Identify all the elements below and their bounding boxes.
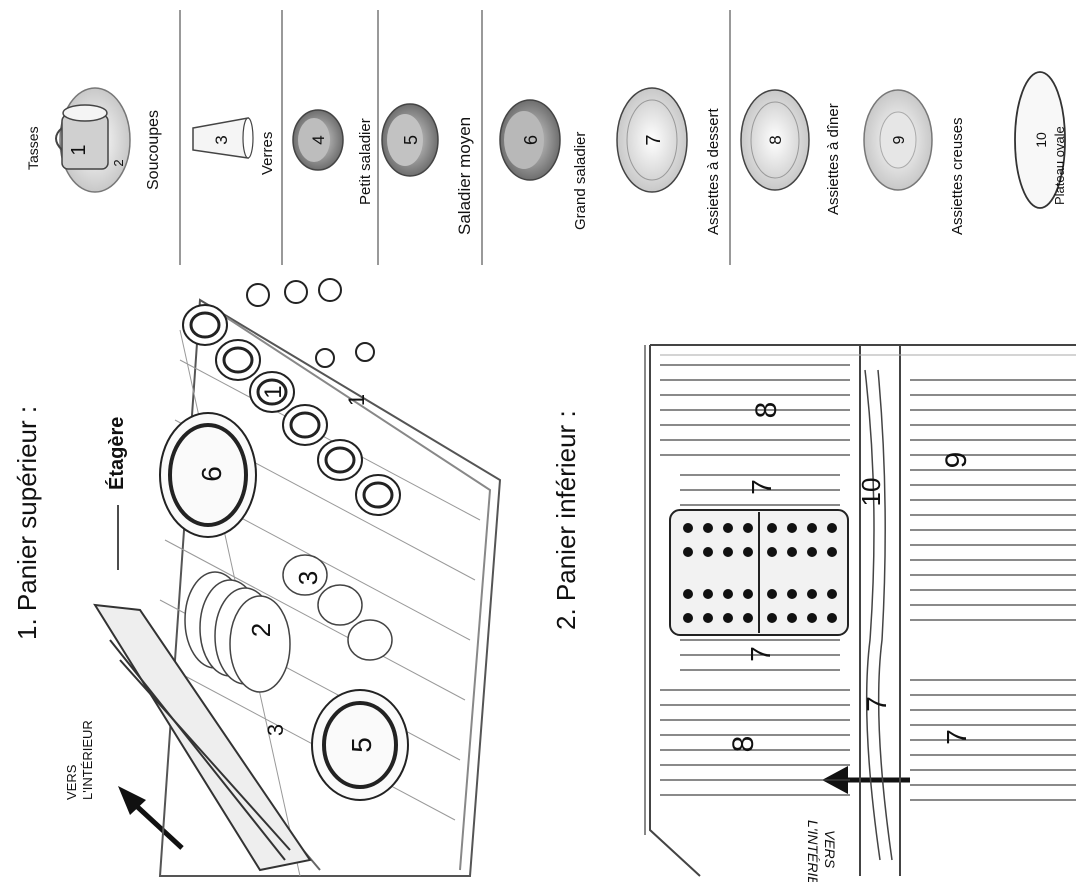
legend-label-assiettes-dessert: Assiettes à dessert: [705, 107, 722, 235]
upper-number-3a: 3: [263, 724, 288, 736]
legend-label-soucoupes: Soucoupes: [145, 110, 162, 190]
legend-label-assiettes-diner: Assiettes à dîner: [825, 103, 842, 215]
cup-saucer-icon: [55, 87, 131, 193]
upper-vers-line2: L'INTÉRIEUR: [80, 720, 95, 800]
lower-number-7a: 7: [746, 479, 777, 495]
lower-plate-rack-left: [660, 364, 850, 796]
legend: 1 2 Tasses Soucoupes 3 Verres 4 Petit sa…: [25, 10, 1067, 265]
upper-number-1b: 1: [344, 394, 369, 406]
legend-number-6: 6: [521, 135, 541, 145]
legend-label-assiettes-creuses: Assiettes creuses: [949, 117, 966, 235]
platter-slot: [864, 369, 893, 861]
lower-plate-rack-right: [910, 379, 1076, 801]
upper-title: 1. Panier supérieur :: [12, 406, 42, 640]
legend-label-plateau-ovale: Plateau ovale: [1052, 126, 1067, 205]
lower-vers-line1: VERS: [822, 830, 838, 869]
lower-number-7b: 7: [745, 646, 776, 662]
upper-bowl-5: [311, 689, 409, 801]
upper-number-1a: 1: [260, 385, 287, 398]
legend-label-saladier-moyen: Saladier moyen: [455, 117, 474, 235]
small-bowl-icon: [292, 109, 344, 171]
glass-icon: [192, 117, 254, 159]
lower-number-7d: 7: [941, 729, 972, 745]
lower-number-10: 10: [856, 478, 886, 507]
upper-number-6: 6: [196, 466, 227, 482]
shelf: [93, 603, 312, 872]
upper-basket: 1. Panier supérieur : VERS L'INTÉRIEUR É…: [12, 278, 502, 877]
large-bowl-icon: [499, 99, 561, 181]
upper-number-2: 2: [246, 623, 276, 637]
legend-label-petit-saladier: Petit saladier: [357, 118, 374, 205]
upper-glasses-3: [282, 554, 393, 661]
legend-number-3: 3: [212, 135, 231, 144]
legend-number-10: 10: [1033, 132, 1049, 148]
legend-number-4: 4: [309, 135, 328, 144]
lower-rack-frame: [644, 344, 1076, 877]
lower-number-8a: 8: [750, 402, 783, 419]
lower-title: 2. Panier inférieur :: [551, 410, 581, 630]
legend-number-9: 9: [891, 135, 908, 144]
cutlery-basket: [669, 509, 849, 636]
dessert-plate-icon: [616, 87, 688, 193]
upper-cups: [182, 304, 401, 516]
soup-plate-icon: [863, 89, 933, 191]
shelf-label: Étagère: [105, 417, 128, 490]
lower-basket: 2. Panier inférieur : VERS L'INTÉRIEUR: [551, 344, 1076, 882]
legend-label-tasses: Tasses: [25, 126, 41, 170]
legend-number-7: 7: [643, 134, 665, 145]
oval-platter-icon: [1014, 71, 1066, 209]
legend-number-1: 1: [68, 144, 90, 155]
legend-label-grand-saladier: Grand saladier: [572, 132, 589, 230]
legend-label-verres: Verres: [259, 132, 276, 175]
lower-number-7c: 7: [861, 696, 892, 712]
stemware-holders: [246, 278, 375, 368]
lower-number-8b: 8: [727, 736, 760, 753]
medium-bowl-icon: [381, 103, 439, 177]
upper-arrow-icon: [118, 786, 184, 850]
dinner-plate-icon: [740, 89, 810, 191]
upper-number-5: 5: [346, 737, 377, 753]
legend-number-2: 2: [111, 159, 126, 166]
upper-bowl-6: [159, 412, 257, 538]
upper-number-3b: 3: [293, 571, 323, 585]
legend-number-5: 5: [401, 135, 421, 145]
lower-vers-line2: L'INTÉRIEUR: [805, 820, 821, 882]
upper-saucers-2: [184, 571, 291, 693]
upper-vers-line1: VERS: [64, 764, 79, 800]
legend-number-8: 8: [766, 135, 785, 144]
lower-number-9: 9: [940, 452, 973, 469]
